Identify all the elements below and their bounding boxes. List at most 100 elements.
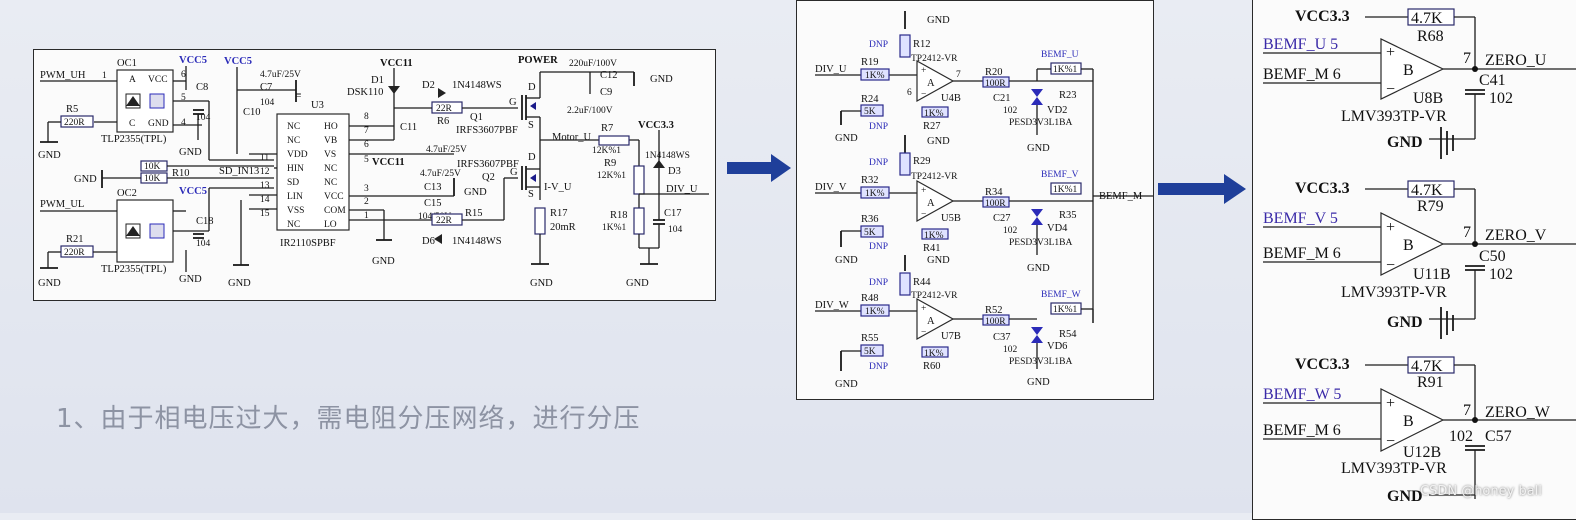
- stage-u-div-label: DIV_U: [815, 64, 847, 75]
- stage-u-dnp-resistor: [899, 34, 911, 58]
- oc1-label: OC1: [117, 58, 137, 69]
- comp-v-symbol: [1380, 212, 1445, 276]
- stage-v-r-k-value: 1K%1: [1053, 185, 1078, 195]
- svg-text:+: +: [921, 66, 926, 76]
- comp-u-part: LMV393TP-VR: [1341, 108, 1447, 125]
- ic-ir2110: [276, 113, 350, 231]
- svg-text:+: +: [1386, 219, 1395, 236]
- stage-v-r-top-label: R29: [913, 156, 931, 167]
- comparator-u: VCC3.3 4.7K R68 BEMF_U 5 BEMF_M 6 + − B …: [1263, 8, 1576, 159]
- stage-v-vd-label: VD4: [1047, 223, 1068, 234]
- stage-v-r-k-label: R35: [1059, 210, 1077, 221]
- c8-label: C8: [196, 82, 208, 93]
- stage-w-bemf-label: BEMF_W: [1041, 290, 1081, 300]
- stage-u-c-label: C21: [993, 93, 1011, 104]
- svg-text:6: 6: [364, 140, 369, 150]
- gnd-label-6: GND: [228, 278, 251, 289]
- svg-text:6: 6: [907, 88, 912, 98]
- stage-v-r-out: [982, 196, 1010, 208]
- gnd-label-11: GND: [530, 278, 553, 289]
- u3-pin-lo: LO: [324, 220, 337, 230]
- vcc33-label-1: VCC3.3: [638, 120, 674, 131]
- iv-u-label: I-V_U: [544, 182, 572, 193]
- oc1-pin-gnd: GND: [148, 119, 169, 129]
- stage-u-vd-label: VD2: [1047, 105, 1067, 116]
- comp-w-cap-value: 102: [1449, 428, 1473, 445]
- comp-v-vcc-label: VCC3.3: [1295, 180, 1350, 197]
- comp-v-cap-label: C50: [1479, 248, 1506, 265]
- svg-text:−: −: [1386, 257, 1395, 274]
- svg-text:14: 14: [260, 195, 270, 205]
- c7-label: C7: [260, 82, 272, 93]
- r17-label: R17: [550, 208, 568, 219]
- u3-pin-sd: SD: [287, 178, 299, 188]
- stage-w-dnp-label-2: DNP: [869, 362, 888, 372]
- stage-u-r-fb2-value: 1K%: [924, 109, 944, 119]
- stage-w-r-out-label: R52: [985, 305, 1003, 316]
- r7-value: 12K%1: [592, 146, 621, 156]
- pwm-uh-label: PWM_UH: [40, 70, 86, 81]
- svg-text:1: 1: [364, 211, 369, 221]
- stage-u-r-fb-value: 5K: [864, 107, 876, 117]
- stage-w-gnd-left: GND: [835, 379, 858, 390]
- c10-value: 104: [260, 98, 275, 108]
- stage-w-r-in: [860, 304, 890, 317]
- c9-value: 2.2uF/100V: [567, 106, 613, 116]
- flow-arrow-2: [1158, 174, 1246, 204]
- optocoupler-oc2: [116, 199, 174, 263]
- stage-w-r-k-value: 1K%1: [1053, 305, 1078, 315]
- d2-value: 1N4148WS: [452, 80, 502, 91]
- c11-value: 4.7uF/25V: [426, 145, 467, 155]
- q1-pin-d: D: [528, 82, 536, 93]
- u3-pin-com: COM: [324, 206, 346, 216]
- stage-v-r-k: [1050, 182, 1082, 195]
- r17-value: 20mR: [550, 222, 576, 233]
- svg-text:+: +: [921, 304, 926, 314]
- stage-w-r-out-value: 100R: [985, 317, 1006, 327]
- u3-pin-lin: LIN: [287, 192, 303, 202]
- stage-u-r-k-value: 1K%1: [1053, 65, 1078, 75]
- oc1-pin-vcc: VCC: [148, 75, 168, 85]
- stage-u-c-value: 102: [1003, 106, 1018, 116]
- comp-v-block: B: [1403, 237, 1414, 254]
- gnd-label-1: GND: [38, 150, 61, 161]
- stage-v-opamp-label: U5B: [941, 213, 961, 224]
- stage-v-dnp-resistor: [899, 152, 911, 176]
- stage-v-r-fb-value: 5K: [864, 228, 876, 238]
- c13-value-top: 4.7uF/25V: [420, 169, 461, 179]
- comp-w-cap-label: C57: [1485, 428, 1512, 445]
- svg-text:+: +: [1386, 44, 1395, 61]
- q1-label: Q1: [470, 112, 483, 123]
- comp-w-pullup-label: R91: [1417, 374, 1444, 391]
- sd-in13-label: SD_IN13: [219, 166, 259, 177]
- stage-v-pesd-label: PESD3V3L1BA: [1009, 238, 1072, 248]
- stage-w-r-in-value: 1K%: [865, 307, 885, 317]
- gnd-label-10: GND: [464, 187, 487, 198]
- r10-label: R10: [172, 168, 190, 179]
- svg-text:−: −: [921, 210, 926, 220]
- stage-w-r-fb2-value: 1K%: [924, 349, 944, 359]
- oc1-pin-c: C: [129, 119, 135, 129]
- svg-text:+: +: [921, 186, 926, 196]
- comp-w-gnd: GND: [1387, 488, 1423, 505]
- u3-pin-vdd: VDD: [287, 150, 308, 160]
- comp-w-vcc-label: VCC3.3: [1295, 356, 1350, 373]
- c18-value: 104: [196, 239, 211, 249]
- stage-w-r-top-label: R44: [913, 277, 931, 288]
- comp-u-block: B: [1403, 62, 1414, 79]
- gnd-label-4: GND: [179, 147, 202, 158]
- flow-arrow-1: [727, 154, 791, 182]
- vcc5-label-1: VCC5: [179, 55, 207, 66]
- u3-pin-vcc: VCC: [324, 192, 344, 202]
- stage-u-r-fb2: [921, 106, 949, 118]
- stage-w-r-fb2: [921, 346, 949, 358]
- amplifier-stage-v: GND DNP R29 TP2412-VR DIV_V R32 1K% + − …: [815, 135, 1093, 274]
- comp-u-pullup-label: R68: [1417, 28, 1444, 45]
- comp-v-cap-value: 102: [1489, 266, 1513, 283]
- u3-label: U3: [311, 100, 324, 111]
- r18-label: R18: [610, 210, 628, 221]
- optocoupler-oc1: [116, 69, 174, 133]
- comp-v-part: LMV393TP-VR: [1341, 284, 1447, 301]
- motor-u-label: Motor_U: [552, 132, 592, 143]
- svg-text:13: 13: [260, 181, 270, 191]
